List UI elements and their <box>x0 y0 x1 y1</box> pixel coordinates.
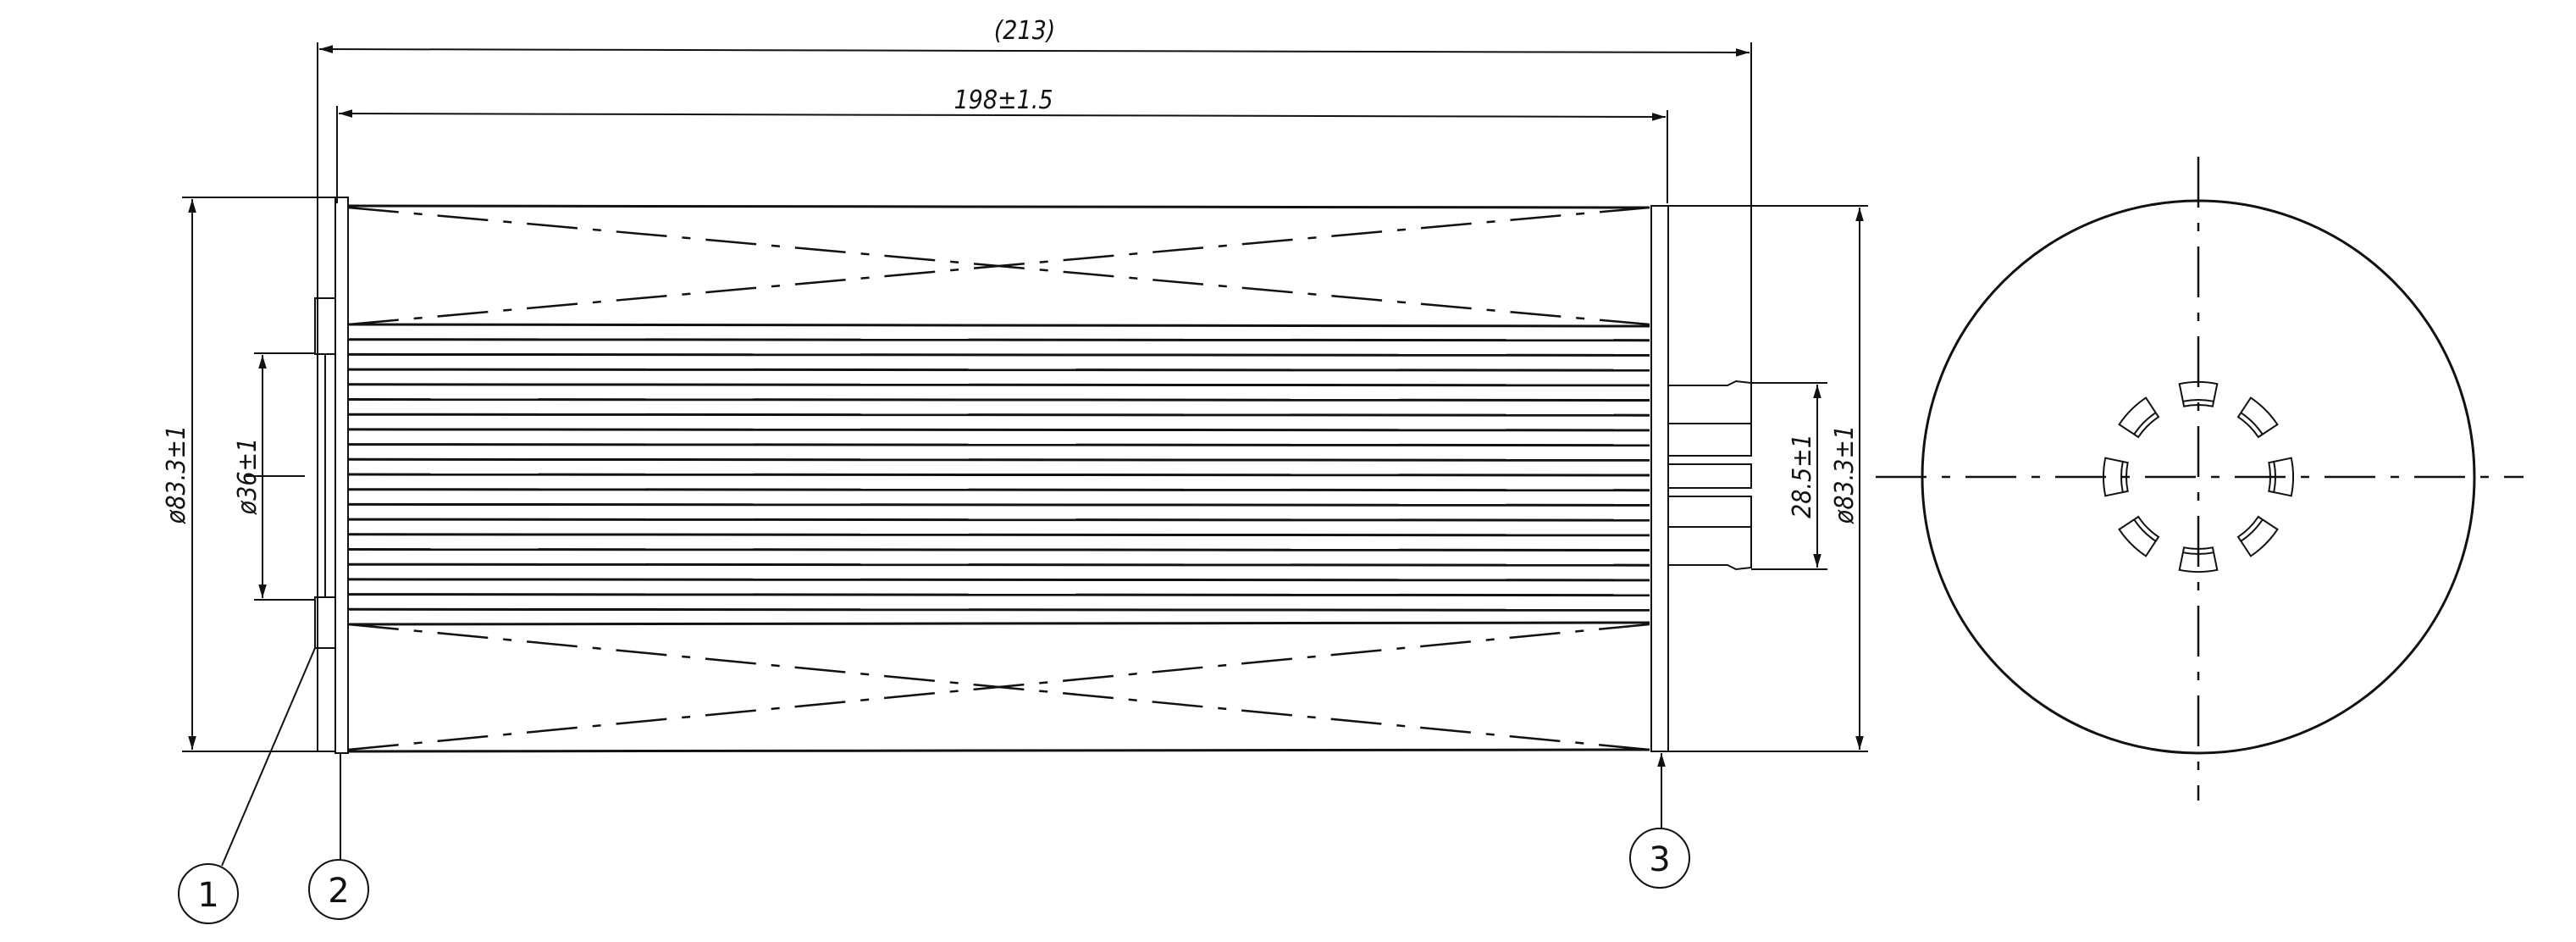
pleat-line <box>347 578 1650 582</box>
slot <box>2236 515 2279 557</box>
slot-edge <box>2273 461 2276 493</box>
slot-edge <box>2182 551 2214 555</box>
pleat-line <box>347 593 1650 597</box>
slot-edge <box>2182 399 2214 402</box>
pleat-line <box>347 368 1650 372</box>
left-outer-diameter-dimension: ø83.3±1 <box>162 197 335 752</box>
balloon-1: 1 <box>178 647 316 924</box>
body-length-dimension: 198±1.5 <box>336 86 1668 203</box>
slot <box>2268 457 2295 497</box>
slot <box>2102 457 2129 497</box>
slot-edge <box>2133 518 2157 542</box>
pleat-line <box>347 548 1650 551</box>
end-view-slots <box>2102 380 2295 574</box>
pleat-line <box>347 352 1650 357</box>
svg-text:1: 1 <box>197 876 218 915</box>
pleat-line <box>347 428 1650 432</box>
slot <box>2178 546 2219 574</box>
slot-edge <box>2240 518 2264 542</box>
pleat-line <box>347 473 1650 477</box>
left-outer-diameter-label: ø83.3±1 <box>162 425 191 524</box>
slot-edge <box>2120 461 2124 493</box>
pleat-lines <box>347 338 1650 612</box>
body-length-label: 198±1.5 <box>954 86 1053 115</box>
pleat-line <box>347 398 1650 402</box>
pleat-line <box>347 562 1650 567</box>
pleat-line <box>347 502 1650 507</box>
spigot-diameter-label: 28.5±1 <box>1788 434 1817 518</box>
left-end-cap <box>314 197 349 754</box>
slot-edge <box>2240 412 2264 435</box>
slot-edge <box>2133 412 2157 435</box>
pleat-line <box>347 413 1650 417</box>
slot <box>2118 515 2160 557</box>
pleat-line <box>347 338 1650 342</box>
right-end-cap <box>1650 205 1752 752</box>
spigot-diameter-dimension: 28.5±1 <box>1751 382 1827 570</box>
right-outer-diameter-label: ø83.3±1 <box>1830 425 1860 524</box>
balloon-3: 3 <box>1629 753 1690 889</box>
pleat-line <box>347 607 1650 612</box>
pleat-line <box>347 457 1650 462</box>
pleat-line <box>347 518 1650 522</box>
overall-length-label: (213) <box>994 16 1056 46</box>
svg-text:3: 3 <box>1649 840 1670 879</box>
left-inner-diameter-dimension: ø36±1 <box>233 352 315 601</box>
pleat-line <box>347 443 1650 447</box>
overall-length-dimension: (213) <box>317 16 1752 751</box>
right-outer-diameter-dimension: ø83.3±1 <box>1669 205 1868 752</box>
slot <box>2178 380 2219 407</box>
filter-body <box>347 204 1650 753</box>
slot <box>2118 396 2160 439</box>
svg-text:2: 2 <box>328 872 349 911</box>
balloon-2: 2 <box>308 753 369 920</box>
end-view <box>1876 157 2523 801</box>
slot <box>2236 396 2279 439</box>
